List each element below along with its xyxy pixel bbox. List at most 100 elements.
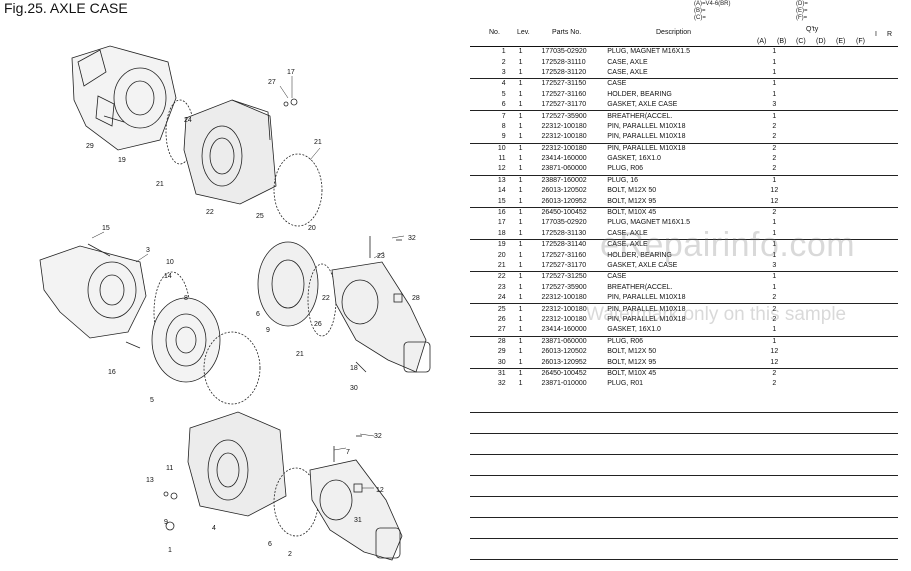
qty-a: 2 [772,380,777,388]
svg-text:18: 18 [350,365,358,372]
qty-empty-cell [797,196,814,207]
col-c-header: (C) [796,38,806,45]
axle-case-upper [71,45,177,151]
qty-empty-cell [814,90,831,100]
qty-empty-cell [814,154,831,164]
qty-a: 1 [772,68,777,76]
qty-a: 2 [768,142,781,154]
qty-empty-cell [797,293,814,304]
qty-empty-cell [864,325,881,336]
part-description: CASE [605,271,769,283]
qty-empty-cell [847,347,864,357]
part-code: 177035-02920 [541,219,587,227]
qty-empty-cell [813,78,831,90]
part-level: 1 [518,101,523,109]
col-d-header: (D) [816,38,826,45]
qty-a: 12 [770,197,779,205]
col-r-header: R [887,31,893,38]
part-description: BOLT, M12X 95 [607,197,657,205]
qty-empty-cell [881,196,898,207]
qty-empty-cell [881,283,898,293]
col-i-header: I [875,31,877,38]
svg-text:17: 17 [287,69,295,76]
qty-a: 3 [772,101,777,109]
qty-empty-cell [814,196,831,207]
svg-text:1: 1 [168,547,172,554]
qty-empty-cell [814,164,831,175]
svg-text:10: 10 [166,259,174,266]
part-code: 22312-100180 [531,303,606,315]
qty-empty-cell [830,239,848,251]
part-level: 1 [509,335,532,347]
part-code: 22312-100180 [541,122,587,130]
qty-empty-cell [847,68,864,79]
qty-a: 2 [772,155,777,163]
part-description: BREATHER(ACCEL. [607,283,673,291]
qty-empty-cell [847,164,864,175]
legend-a: (A)=V4-6(BR) [694,1,731,7]
part-number-index: 10 [470,142,510,154]
qty-empty-cell [780,110,798,122]
center-case-lower [187,411,287,517]
part-description: GASKET, AXLE CASE [607,101,678,109]
qty-empty-cell [831,347,848,357]
qty-a: 1 [772,251,777,259]
part-level: 1 [509,142,532,154]
qty-empty-cell [881,250,898,260]
qty-a: 2 [772,133,777,141]
part-description: BOLT, M12X 95 [607,358,657,366]
qty-empty-cell [847,315,864,325]
qty-a: 2 [768,367,781,380]
qty-a: 1 [772,58,777,66]
legend-d: (D)= [796,1,808,7]
qty-empty-cell [797,239,814,251]
qty-empty-cell [797,325,814,336]
col-b-header: (B) [777,38,787,45]
svg-text:16: 16 [108,369,116,376]
part-description: PLUG, R01 [607,380,644,388]
qty-empty-cell [864,154,881,164]
exploded-parts-diagram: 17 27 24 21 29 19 21 22 25 15 3 20 32 23… [39,45,431,561]
qty-a: 1 [772,219,777,227]
part-number-index: 4 [470,78,510,90]
svg-text:4: 4 [212,525,216,532]
col-lev-header: Lev. [517,29,530,36]
svg-text:6: 6 [268,541,272,548]
part-code: 22312-100180 [541,315,587,323]
qty-empty-cell [831,186,848,196]
qty-empty-cell [780,174,798,187]
qty-a: 2 [768,206,781,219]
qty-empty-cell [864,293,881,304]
blank-rule [470,433,898,434]
part-description: CASE, AXLE [607,68,648,76]
qty-empty-cell [780,186,797,196]
part-code: 172527-31150 [531,78,606,90]
qty-a: 12 [770,348,779,356]
qty-empty-cell [881,122,898,132]
qty-empty-cell [780,154,797,164]
part-level: 1 [518,68,523,76]
part-description: HOLDER, BEARING [607,90,672,98]
qty-empty-cell [797,154,814,164]
qty-empty-cell [864,379,881,389]
qty-empty-cell [864,250,881,260]
axle-case-right [331,261,431,373]
qty-empty-cell [814,379,831,389]
part-number-index: 28 [470,335,510,347]
watermark-site: eRepairinfo.com [600,226,856,264]
qty-a: 2 [772,122,777,130]
svg-text:13: 13 [146,477,154,484]
part-number-index: 21 [497,262,506,269]
qty-empty-cell [881,229,898,240]
part-number-index: 17 [497,219,506,227]
qty-empty-cell [864,100,881,111]
qty-empty-cell [847,110,865,122]
qty-empty-cell [780,78,798,90]
svg-text:24: 24 [184,117,192,124]
qty-empty-cell [797,174,814,187]
